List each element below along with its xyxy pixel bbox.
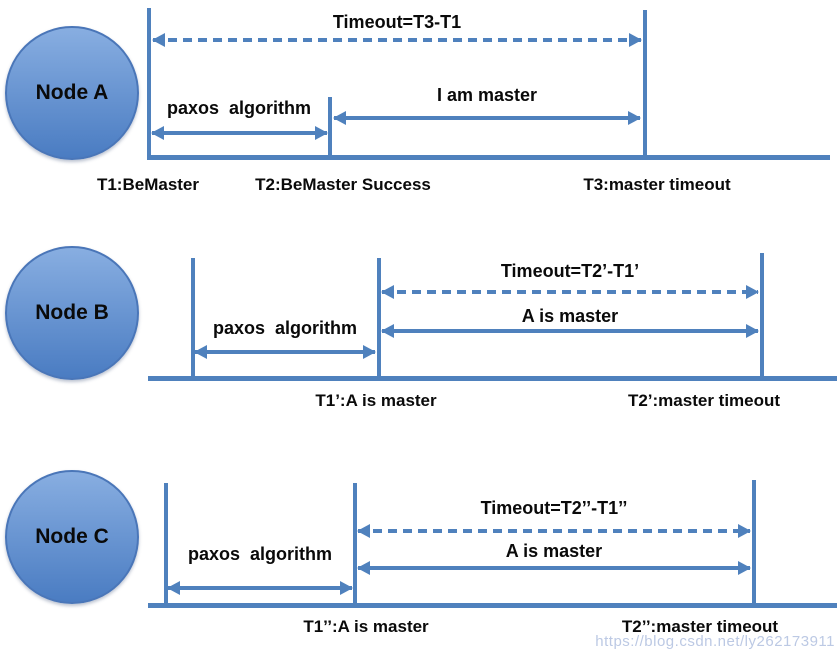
timeline-b-start-tick <box>191 258 195 380</box>
timeout-arrow-a <box>152 33 642 47</box>
timeline-a-t3-tick <box>643 10 647 159</box>
paxos-label-c: paxos algorithm <box>187 544 333 564</box>
node-c-circle: Node C <box>5 470 139 604</box>
tick-label-a-t2: T2:BeMaster Success <box>255 175 431 194</box>
node-a-label: Node A <box>35 81 109 104</box>
timeout-label-a: Timeout=T3-T1 <box>332 12 462 32</box>
master-arrow-c <box>357 561 751 575</box>
master-arrow-a <box>333 111 641 125</box>
master-arrow-b <box>381 324 759 338</box>
timeline-b-t1-tick <box>377 258 381 380</box>
master-label-b: A is master <box>521 306 619 326</box>
timeline-b-baseline <box>148 376 837 381</box>
paxos-arrow-b <box>194 345 376 359</box>
timeline-c-baseline <box>148 603 837 608</box>
timeline-c-t2-tick <box>752 480 756 607</box>
tick-label-a-t1: T1:BeMaster <box>96 175 200 194</box>
timeout-label-c: Timeout=T2’’-T1’’ <box>480 498 628 518</box>
master-label-c: A is master <box>505 541 603 561</box>
paxos-arrow-a <box>151 126 328 140</box>
paxos-label-a: paxos algorithm <box>166 98 312 118</box>
timeout-arrow-b <box>381 285 759 299</box>
timeline-c-start-tick <box>164 483 168 607</box>
timeout-arrow-c <box>357 524 751 538</box>
node-a-circle: Node A <box>5 26 139 160</box>
csdn-watermark: https://blog.csdn.net/ly262173911 <box>595 633 835 650</box>
tick-label-b-t1: T1’:A is master <box>315 391 437 410</box>
node-b-label: Node B <box>35 301 109 324</box>
node-c-label: Node C <box>35 525 109 548</box>
tick-label-c-t1: T1’’:A is master <box>303 617 429 636</box>
timeline-a-baseline <box>147 155 830 160</box>
timeline-a-t2-tick <box>328 97 332 159</box>
master-label-a: I am master <box>436 85 538 105</box>
timeline-c-t1-tick <box>353 483 357 607</box>
timeout-label-b: Timeout=T2’-T1’ <box>500 261 640 281</box>
tick-label-b-t2: T2’:master timeout <box>627 391 781 410</box>
paxos-arrow-c <box>167 581 353 595</box>
timeline-a-t1-tick <box>147 8 151 159</box>
tick-label-a-t3: T3:master timeout <box>583 175 731 194</box>
timeline-b-t2-tick <box>760 253 764 380</box>
paxos-label-b: paxos algorithm <box>212 318 358 338</box>
tick-label-c-t2: T2’’:master timeout <box>621 617 779 636</box>
node-b-circle: Node B <box>5 246 139 380</box>
